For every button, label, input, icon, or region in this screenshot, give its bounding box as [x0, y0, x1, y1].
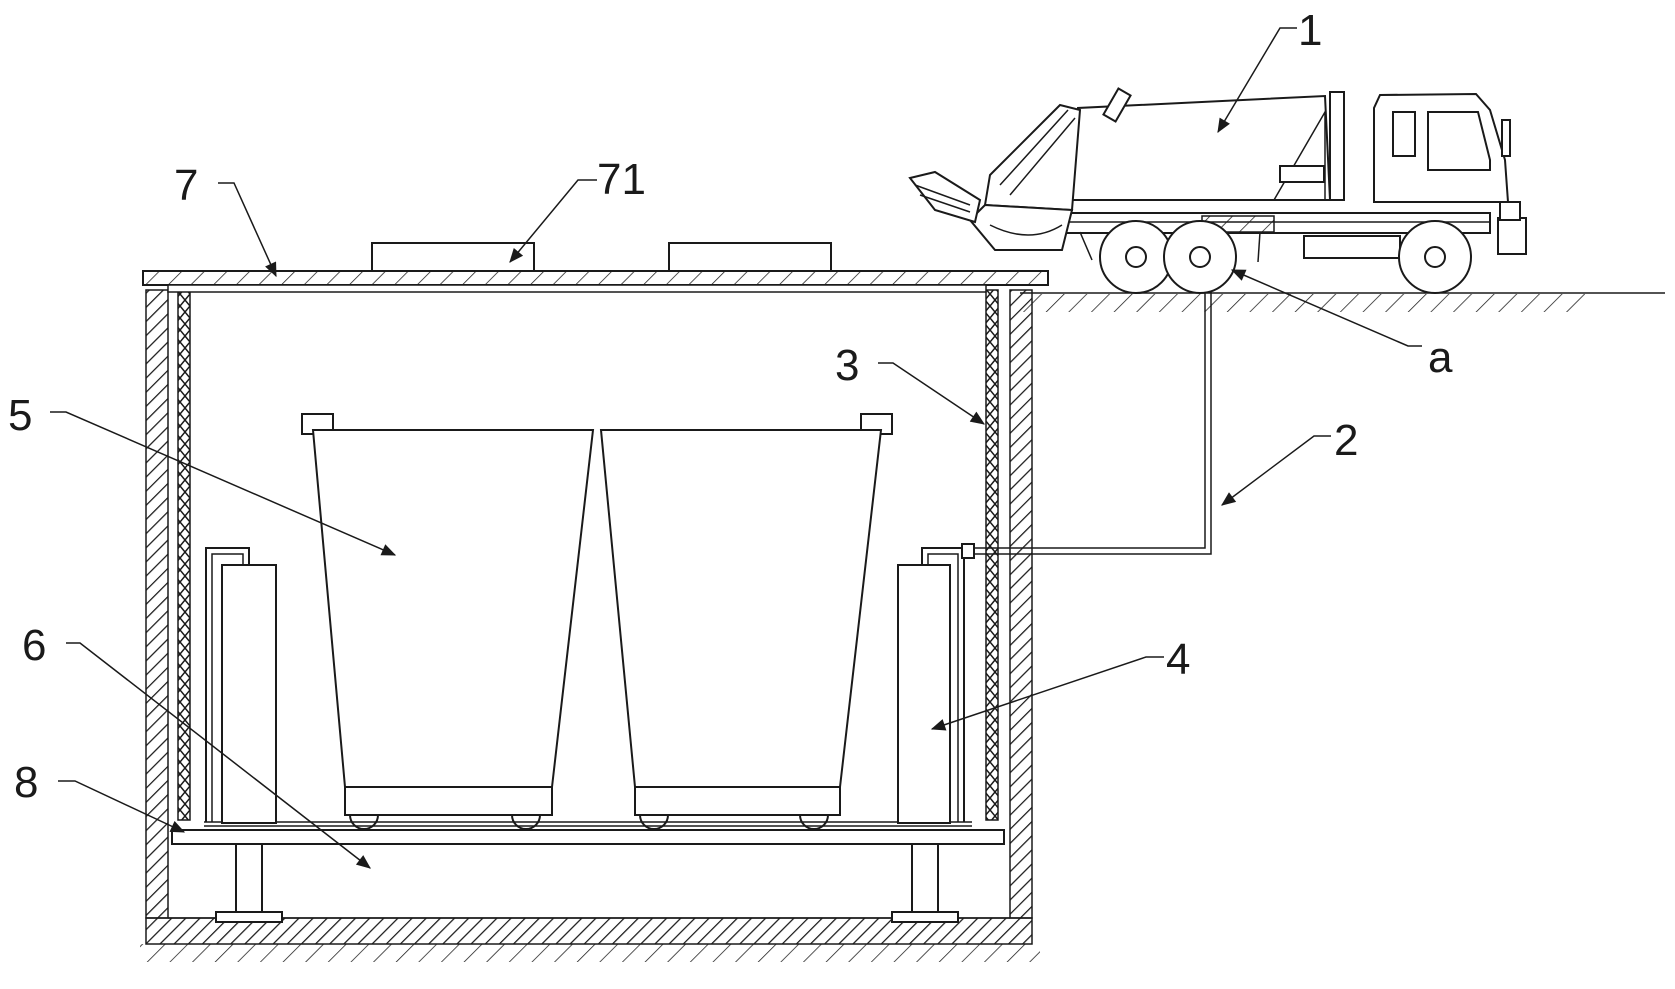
garbage-bins: [302, 414, 892, 829]
lifting-platform: [172, 822, 1004, 922]
ground: [1020, 293, 1665, 312]
label-3: 3: [835, 341, 859, 390]
label-71: 71: [597, 155, 646, 204]
slide-rails: [178, 290, 998, 820]
label-7: 7: [174, 161, 198, 210]
label-5: 5: [8, 391, 32, 440]
label-8: 8: [14, 758, 38, 807]
label-a: a: [1428, 333, 1453, 382]
label-2: 2: [1334, 416, 1358, 465]
top-cover: [143, 243, 1048, 292]
garbage-truck: [910, 89, 1526, 293]
label-4: 4: [1166, 635, 1190, 684]
label-6: 6: [22, 621, 46, 670]
label-1: 1: [1298, 6, 1322, 55]
